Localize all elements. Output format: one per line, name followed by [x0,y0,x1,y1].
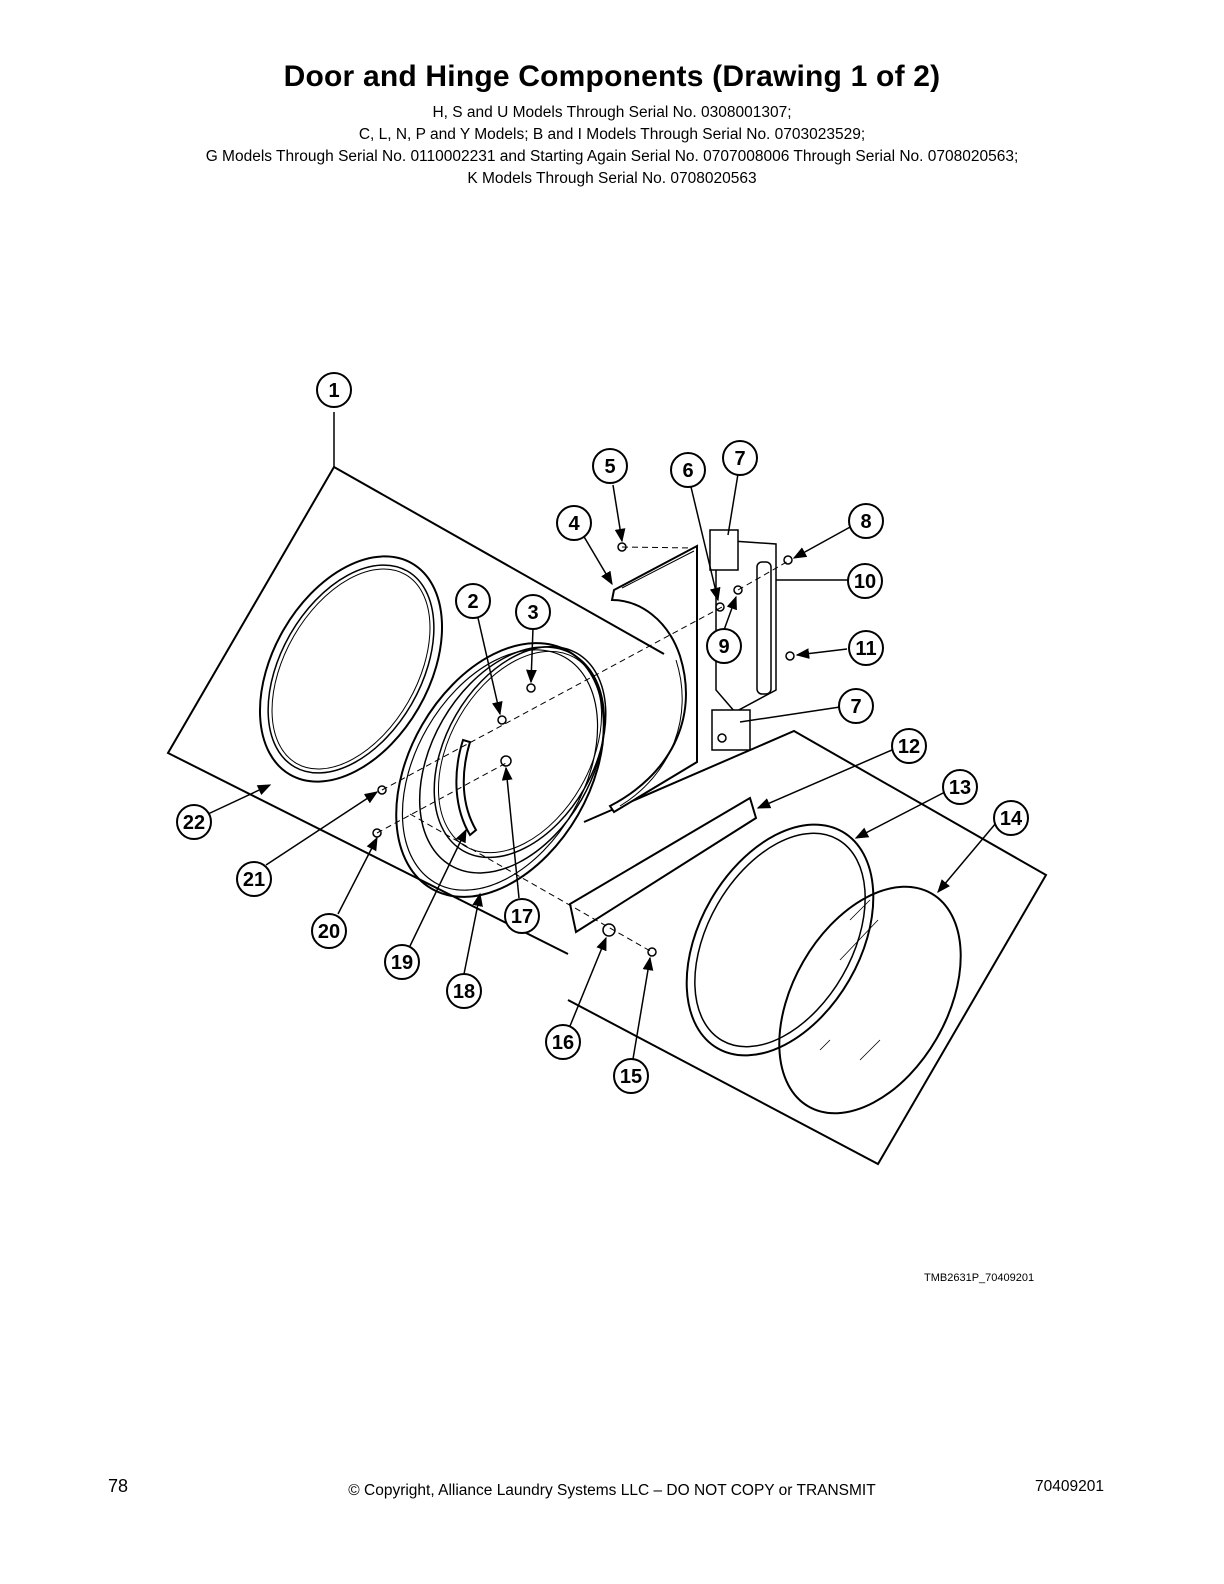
subtitle-line-3: G Models Through Serial No. 0110002231 a… [205,148,1019,165]
subtitle-line-2: C, L, N, P and Y Models; B and I Models … [358,126,866,143]
callout-circle [176,804,212,840]
hinge-plate [709,529,777,751]
callout-c9: 9 [706,628,742,664]
callout-circle [236,861,272,897]
door-gasket-ring [258,555,444,783]
callout-c4: 4 [556,505,592,541]
leader-lines [207,473,997,1060]
callout-circle [706,628,742,664]
callout-circle [838,688,874,724]
callout-number: 7 [850,696,861,718]
callout-number: 20 [318,921,340,943]
copyright-notice: © Copyright, Alliance Laundry Systems LL… [348,1482,876,1499]
callout-number: 4 [568,513,580,535]
callout-number: 17 [511,906,533,928]
callout-number: 9 [718,636,729,658]
door-frame [395,642,607,898]
callout-c2: 2 [455,583,491,619]
callout-number: 2 [467,591,478,613]
callout-circle [504,898,540,934]
callout-circle [891,728,927,764]
callout-c10: 10 [847,563,883,599]
callout-c12: 12 [891,728,927,764]
glass-assembly-outline [567,729,1048,1166]
callout-c21: 21 [236,861,272,897]
callout-number: 13 [949,777,971,799]
callout-circle [515,594,551,630]
callout-circle [993,800,1029,836]
door-handle [455,738,478,837]
callout-number: 22 [183,812,205,834]
document-number: 70409201 [1035,1478,1104,1495]
callout-number: 12 [898,736,920,758]
callout-circle [942,769,978,805]
alignment-lines [376,546,791,953]
callout-circle [848,630,884,666]
callout-c7b: 7 [838,688,874,724]
callout-number: 18 [453,981,475,1003]
subtitle-line-1: H, S and U Models Through Serial No. 030… [432,104,792,121]
callout-c6: 6 [670,452,706,488]
hinge-bracket [608,544,698,814]
callout-c5: 5 [592,448,628,484]
callout-circle [847,563,883,599]
callout-c15: 15 [613,1058,649,1094]
page-number: 78 [108,1476,129,1496]
subtitle-line-4: K Models Through Serial No. 0708020563 [467,170,757,187]
door-assembly-outline [166,465,665,955]
drawing-id: TMB2631P_70409201 [924,1272,1035,1284]
callout-number: 14 [1000,808,1023,830]
callout-circle [311,913,347,949]
callout-number: 16 [552,1032,574,1054]
callout-circle [545,1024,581,1060]
callout-number: 11 [855,638,876,660]
callout-c22: 22 [176,804,212,840]
callout-c14: 14 [993,800,1029,836]
callout-c20: 20 [311,913,347,949]
glass-gasket [685,823,875,1057]
callout-number: 21 [243,869,265,891]
callout-number: 10 [854,571,876,593]
callout-circle [446,973,482,1009]
callout-number: 3 [527,602,538,624]
callout-number: 1 [328,380,339,402]
door-glass [778,885,962,1115]
callout-circle [592,448,628,484]
callout-c8: 8 [848,503,884,539]
callout-c7a: 7 [722,440,758,476]
callout-number: 19 [391,952,413,974]
callout-circle [848,503,884,539]
callout-c1: 1 [316,372,352,408]
callout-number: 6 [682,460,693,482]
callout-number: 5 [604,456,615,478]
callout-circle [556,505,592,541]
callout-circle [613,1058,649,1094]
callout-number: 8 [860,511,871,533]
door-bracket-bar [568,796,758,934]
callout-c3: 3 [515,594,551,630]
callout-c11: 11 [848,630,884,666]
page-title: Door and Hinge Components (Drawing 1 of … [283,60,941,93]
callout-number: 15 [620,1066,642,1088]
callout-circle [722,440,758,476]
callout-number: 7 [734,448,745,470]
callout-circle [455,583,491,619]
callout-c18: 18 [446,973,482,1009]
callout-c13: 13 [942,769,978,805]
callout-circle [670,452,706,488]
callout-c19: 19 [384,944,420,980]
callout-circle [384,944,420,980]
callout-c17: 17 [504,898,540,934]
callout-c16: 16 [545,1024,581,1060]
callout-circle [316,372,352,408]
